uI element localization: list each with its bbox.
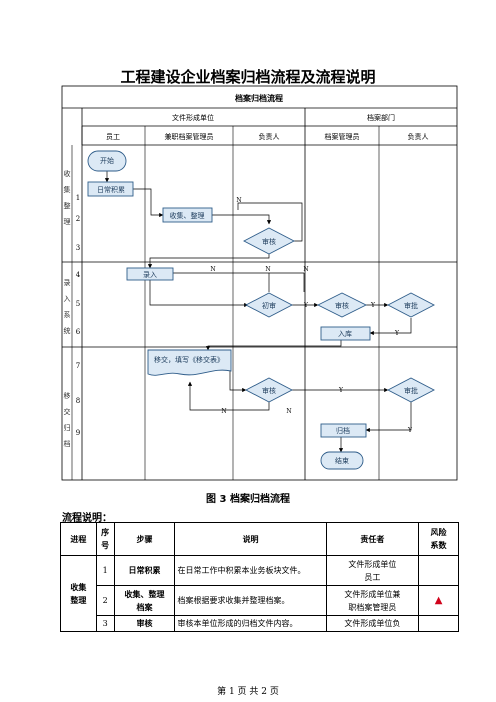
row-note: 档案根据要求收集并整理档案。 — [174, 585, 327, 616]
figure-caption: 图 3 档案归档流程 — [206, 494, 290, 505]
svg-text:审核: 审核 — [262, 386, 276, 395]
row-no: 1 — [95, 555, 115, 586]
archive-flowchart: 档案归档流程 文件形成单位 档案部门 员工 兼职档案管理员 负责人 档案管理员 … — [61, 85, 458, 481]
node-preliminary-review: 初审 — [245, 292, 293, 318]
node-start: 开始 — [87, 150, 127, 172]
node-review-archive: 审核 — [316, 292, 368, 318]
row-step: 收集、整理档案 — [113, 585, 176, 616]
page-footer: 第 1 页 共 2 页 — [217, 687, 279, 697]
row-note: 审核本单位形成的归档文件内容。 — [174, 615, 327, 632]
svg-text:审核: 审核 — [335, 301, 349, 310]
row-no: 3 — [95, 615, 115, 632]
unit-formation: 文件形成单位 — [172, 113, 214, 122]
svg-text:移交，填写《移交表》: 移交，填写《移交表》 — [154, 355, 224, 364]
col-header-no: 序号 — [95, 522, 115, 556]
edge-label-yes: Y — [394, 330, 400, 337]
svg-text:结束: 结束 — [335, 456, 349, 465]
node-review-transfer: 审核 — [245, 377, 293, 403]
row-note: 在日常工作中积累本业务板块文件。 — [174, 555, 327, 586]
row-risk: ▲ — [418, 585, 459, 616]
edge-label-no: N — [236, 197, 241, 204]
role-archivist: 档案管理员 — [325, 132, 360, 141]
node-collect-organize: 收集、整理 — [162, 207, 213, 223]
edge-label-no: N — [303, 266, 308, 273]
edge-label-no: N — [221, 408, 226, 415]
svg-text:审批: 审批 — [404, 386, 418, 395]
edge-label-yes: Y — [407, 427, 413, 434]
role-dept-leader: 负责人 — [408, 132, 429, 141]
node-approve-transfer: 审批 — [387, 377, 435, 403]
row-number: 8 — [76, 397, 80, 405]
row-step: 日常积累 — [113, 555, 176, 586]
row-number: 1 — [76, 194, 80, 202]
description-label: 流程说明： — [62, 513, 112, 524]
node-approve-archive: 审批 — [387, 292, 435, 318]
row-owner: 文件形成单位员工 — [325, 555, 420, 586]
svg-text:录入: 录入 — [143, 271, 157, 279]
row-risk — [418, 615, 459, 632]
node-storage: 入库 — [320, 326, 371, 341]
node-enter-system: 录入 — [126, 267, 174, 281]
table-row: 收集整理 1 日常积累 在日常工作中积累本业务板块文件。 文件形成单位员工 — [60, 555, 459, 632]
table-header-row: 进程 序号 步骤 说明 责任者 风险系数 — [60, 522, 459, 556]
edge-label-no: N — [286, 408, 291, 415]
row-number: 3 — [76, 244, 80, 252]
row-owner: 文件形成单位负 — [325, 615, 420, 632]
svg-text:归档: 归档 — [336, 426, 350, 435]
edge-label-no: N — [265, 266, 270, 273]
row-number: 4 — [76, 271, 81, 279]
node-transfer-form: 移交，填写《移交表》 — [147, 349, 232, 376]
col-header-owner: 责任者 — [325, 522, 420, 556]
svg-text:入库: 入库 — [338, 329, 352, 338]
svg-text:审核: 审核 — [262, 237, 276, 246]
col-header-step: 步骤 — [113, 522, 176, 556]
svg-text:审批: 审批 — [404, 301, 418, 310]
node-archive: 归档 — [320, 423, 367, 438]
row-number: 5 — [76, 300, 80, 308]
col-header-risk: 风险系数 — [418, 522, 459, 556]
flowchart-header: 档案归档流程 — [235, 93, 283, 103]
node-review-unit: 审核 — [243, 227, 295, 255]
svg-text:初审: 初审 — [262, 301, 276, 310]
col-header-note: 说明 — [174, 522, 327, 556]
row-risk — [418, 555, 459, 586]
phase-label-collect: 收集整理 — [64, 169, 71, 226]
col-header-phase: 进程 — [60, 522, 97, 556]
edge-label-no: N — [210, 266, 215, 273]
row-no: 2 — [95, 585, 115, 616]
role-unit-leader: 负责人 — [259, 132, 280, 141]
node-end: 结束 — [320, 451, 364, 470]
role-part-time-archivist: 兼职档案管理员 — [165, 132, 214, 141]
edge-label-yes: Y — [303, 302, 309, 309]
row-number: 6 — [76, 328, 81, 336]
svg-text:日常积累: 日常积累 — [97, 185, 125, 194]
phase-label-transfer: 移交归档 — [64, 391, 71, 448]
phase-cell: 收集整理 — [60, 555, 97, 632]
node-daily-accumulation: 日常积累 — [87, 181, 134, 197]
row-number: 2 — [76, 215, 80, 223]
table-row: 3 审核 审核本单位形成的归档文件内容。 文件形成单位负 — [61, 615, 459, 632]
phase-label-enter: 录入系统 — [64, 279, 71, 335]
document-title: 工程建设企业档案归档流程及流程说明 — [120, 68, 376, 86]
flowchart-grid — [61, 85, 458, 481]
row-number: 9 — [76, 429, 80, 437]
edge-label-yes: Y — [338, 387, 344, 394]
svg-text:开始: 开始 — [100, 156, 114, 165]
edge-label-yes: Y — [370, 302, 376, 309]
row-owner: 文件形成单位兼职档案管理员 — [325, 585, 420, 616]
svg-text:收集、整理: 收集、整理 — [170, 211, 205, 220]
row-step: 审核 — [113, 615, 176, 632]
table-row: 2 收集、整理档案 档案根据要求收集并整理档案。 文件形成单位兼职档案管理员 ▲ — [61, 585, 459, 616]
row-number: 7 — [76, 362, 80, 370]
process-description-table: 进程 序号 步骤 说明 责任者 风险系数 收集整理 1 日常积累 在日常工作中积… — [60, 522, 459, 632]
role-staff: 员工 — [106, 133, 120, 141]
unit-archive-dept: 档案部门 — [367, 113, 395, 122]
